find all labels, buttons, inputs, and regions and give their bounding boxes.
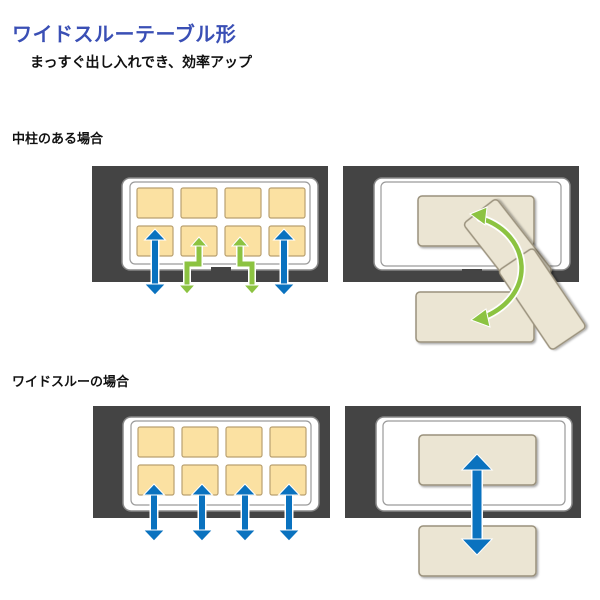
page-subtitle: まっすぐ出し入れでき、効率アップ [30,55,253,71]
tray [224,187,262,219]
compartment [130,420,312,506]
page-title: ワイドスルーテーブル形 [12,22,237,46]
tray-grid [137,426,307,496]
wide-through-tray-cabinet [93,406,330,542]
center-pillar [462,269,482,276]
double-headed-arrow-icon [233,483,257,542]
compartment [129,181,311,265]
tray [137,426,175,458]
tray [225,426,263,458]
double-headed-arrow-icon [143,228,167,296]
double-headed-arrow-icon [190,483,214,542]
section-label-center-pillar: 中柱のある場合 [12,132,104,147]
arrow-group [143,228,296,296]
tray [136,187,174,219]
section-label-wide-through: ワイドスルーの場合 [12,375,130,390]
arrow-group [142,483,301,542]
double-headed-arrow-icon [460,453,494,556]
center-pillar-panel-cabinet [343,166,586,350]
tray [269,426,307,458]
double-headed-arrow-icon [142,483,166,542]
offset-double-arrow-icon [230,236,262,295]
arrow-group [460,453,494,556]
curved-arrow-icon [468,206,526,328]
double-headed-arrow-icon [277,483,301,542]
center-pillar-tray-cabinet [92,166,328,296]
tray [181,426,219,458]
wide-through-panel-cabinet [345,406,581,577]
tray [180,187,218,219]
double-headed-arrow-icon [272,228,296,296]
offset-double-arrow-icon [177,236,209,295]
tray [268,187,306,219]
center-pillar [211,267,231,275]
